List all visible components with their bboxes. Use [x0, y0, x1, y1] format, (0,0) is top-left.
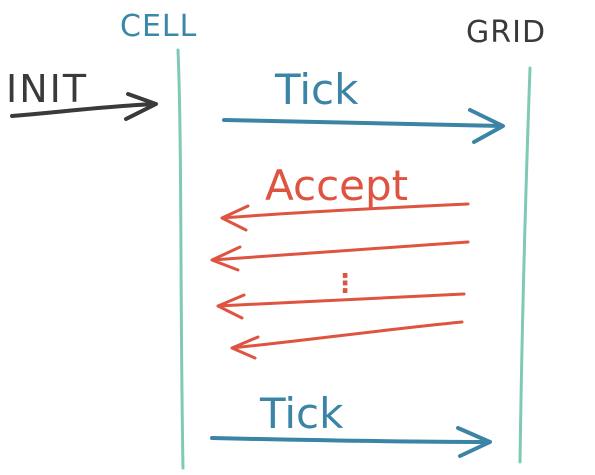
init-arrow [10, 92, 158, 121]
accept-arrow [216, 292, 466, 320]
accept-message-label: Accept [265, 161, 408, 210]
tick-arrow-top [222, 108, 505, 144]
accept-arrow [210, 240, 470, 272]
accept-arrow [230, 320, 464, 360]
tick-arrow-bottom [210, 426, 492, 458]
tick-message-label-top: Tick [274, 65, 359, 114]
grid-lifeline-label: GRID [466, 15, 546, 50]
cell-lifeline-label: CELL [120, 9, 197, 44]
accept-ellipsis: ⋮ [332, 269, 358, 299]
grid-lifeline [518, 66, 532, 464]
accept-arrow [220, 202, 470, 232]
cell-lifeline [176, 48, 185, 470]
init-message-label: INIT [6, 67, 88, 111]
tick-message-label-bottom: Tick [259, 389, 344, 438]
